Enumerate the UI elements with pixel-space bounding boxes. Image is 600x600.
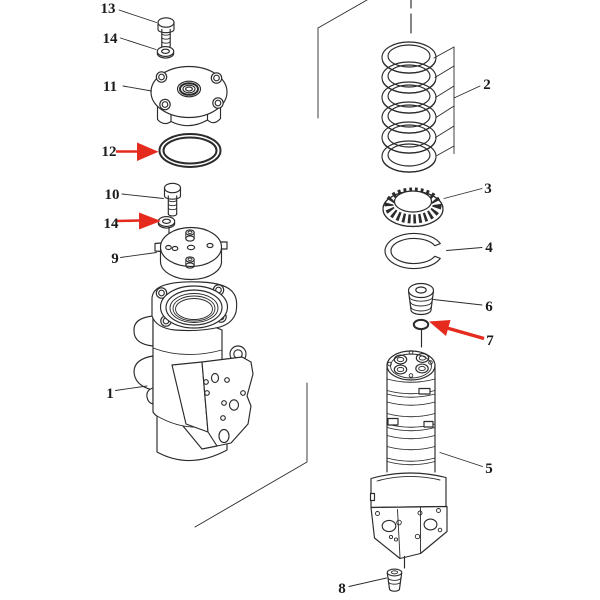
red-arrow-to-14 — [116, 212, 161, 230]
leader-1 — [115, 385, 148, 391]
section-line-bottom — [194, 382, 308, 528]
plug-8 — [386, 568, 403, 592]
leader-4 — [446, 247, 483, 251]
callout-label-14-top: 14 — [103, 31, 119, 47]
red-arrow-tail — [446, 326, 485, 341]
leader-2 — [453, 85, 481, 99]
seal-ring — [381, 61, 437, 94]
hex-bolt-13 — [157, 17, 175, 49]
valve-plate-9 — [154, 226, 228, 281]
spool-5 — [369, 350, 448, 569]
section-line-top — [317, 0, 368, 119]
leader-10 — [121, 193, 164, 199]
leader-13 — [118, 9, 157, 23]
hex-bolt-10 — [163, 182, 182, 217]
plug-6 — [407, 282, 435, 316]
callout-label-2: 2 — [483, 77, 491, 93]
red-arrow-to-12 — [116, 142, 159, 161]
callout-label-1: 1 — [106, 386, 114, 402]
callout-label-8: 8 — [338, 581, 346, 597]
seal-ring-stack-2 — [381, 41, 455, 173]
callout-label-10: 10 — [105, 187, 120, 203]
callout-label-12: 12 — [102, 144, 117, 160]
washer-14-top — [156, 46, 175, 59]
snap-ring-4 — [384, 232, 441, 270]
callout-label-5: 5 — [485, 461, 493, 477]
cover-11 — [150, 65, 228, 127]
leader-6 — [433, 299, 483, 306]
callout-label-9: 9 — [111, 251, 119, 267]
seal-ring — [381, 140, 437, 173]
callout-label-11: 11 — [103, 79, 117, 95]
leader-11 — [122, 85, 152, 92]
seal-ring — [381, 41, 437, 74]
o-ring-12 — [158, 133, 222, 168]
leader-14-top — [120, 37, 157, 50]
red-arrow-head — [429, 320, 451, 336]
callout-label-13: 13 — [101, 1, 116, 17]
callout-label-6: 6 — [485, 299, 493, 315]
group-bracket-2 — [433, 46, 455, 156]
seal-ring — [381, 121, 437, 154]
callout-label-4: 4 — [485, 240, 493, 256]
leader-3 — [443, 188, 483, 199]
callout-labels: 13 14 11 12 10 14 9 1 2 3 4 6 7 5 8 — [101, 1, 495, 597]
leader-lines — [115, 9, 483, 587]
housing-body-1 — [133, 281, 254, 462]
callout-label-14-lower: 14 — [104, 216, 120, 232]
red-arrow-head — [139, 212, 161, 230]
leader-5 — [439, 452, 483, 467]
leader-8 — [348, 577, 387, 587]
leader-9 — [120, 252, 157, 258]
red-arrow-tail — [116, 219, 141, 223]
red-arrow-to-7 — [429, 320, 485, 341]
red-arrow-head — [137, 142, 159, 161]
callout-label-3: 3 — [484, 181, 492, 197]
washer-14-lower — [157, 216, 176, 245]
callout-label-7: 7 — [486, 333, 494, 349]
o-ring-7 — [412, 318, 430, 348]
backup-ring-3 — [382, 187, 444, 228]
